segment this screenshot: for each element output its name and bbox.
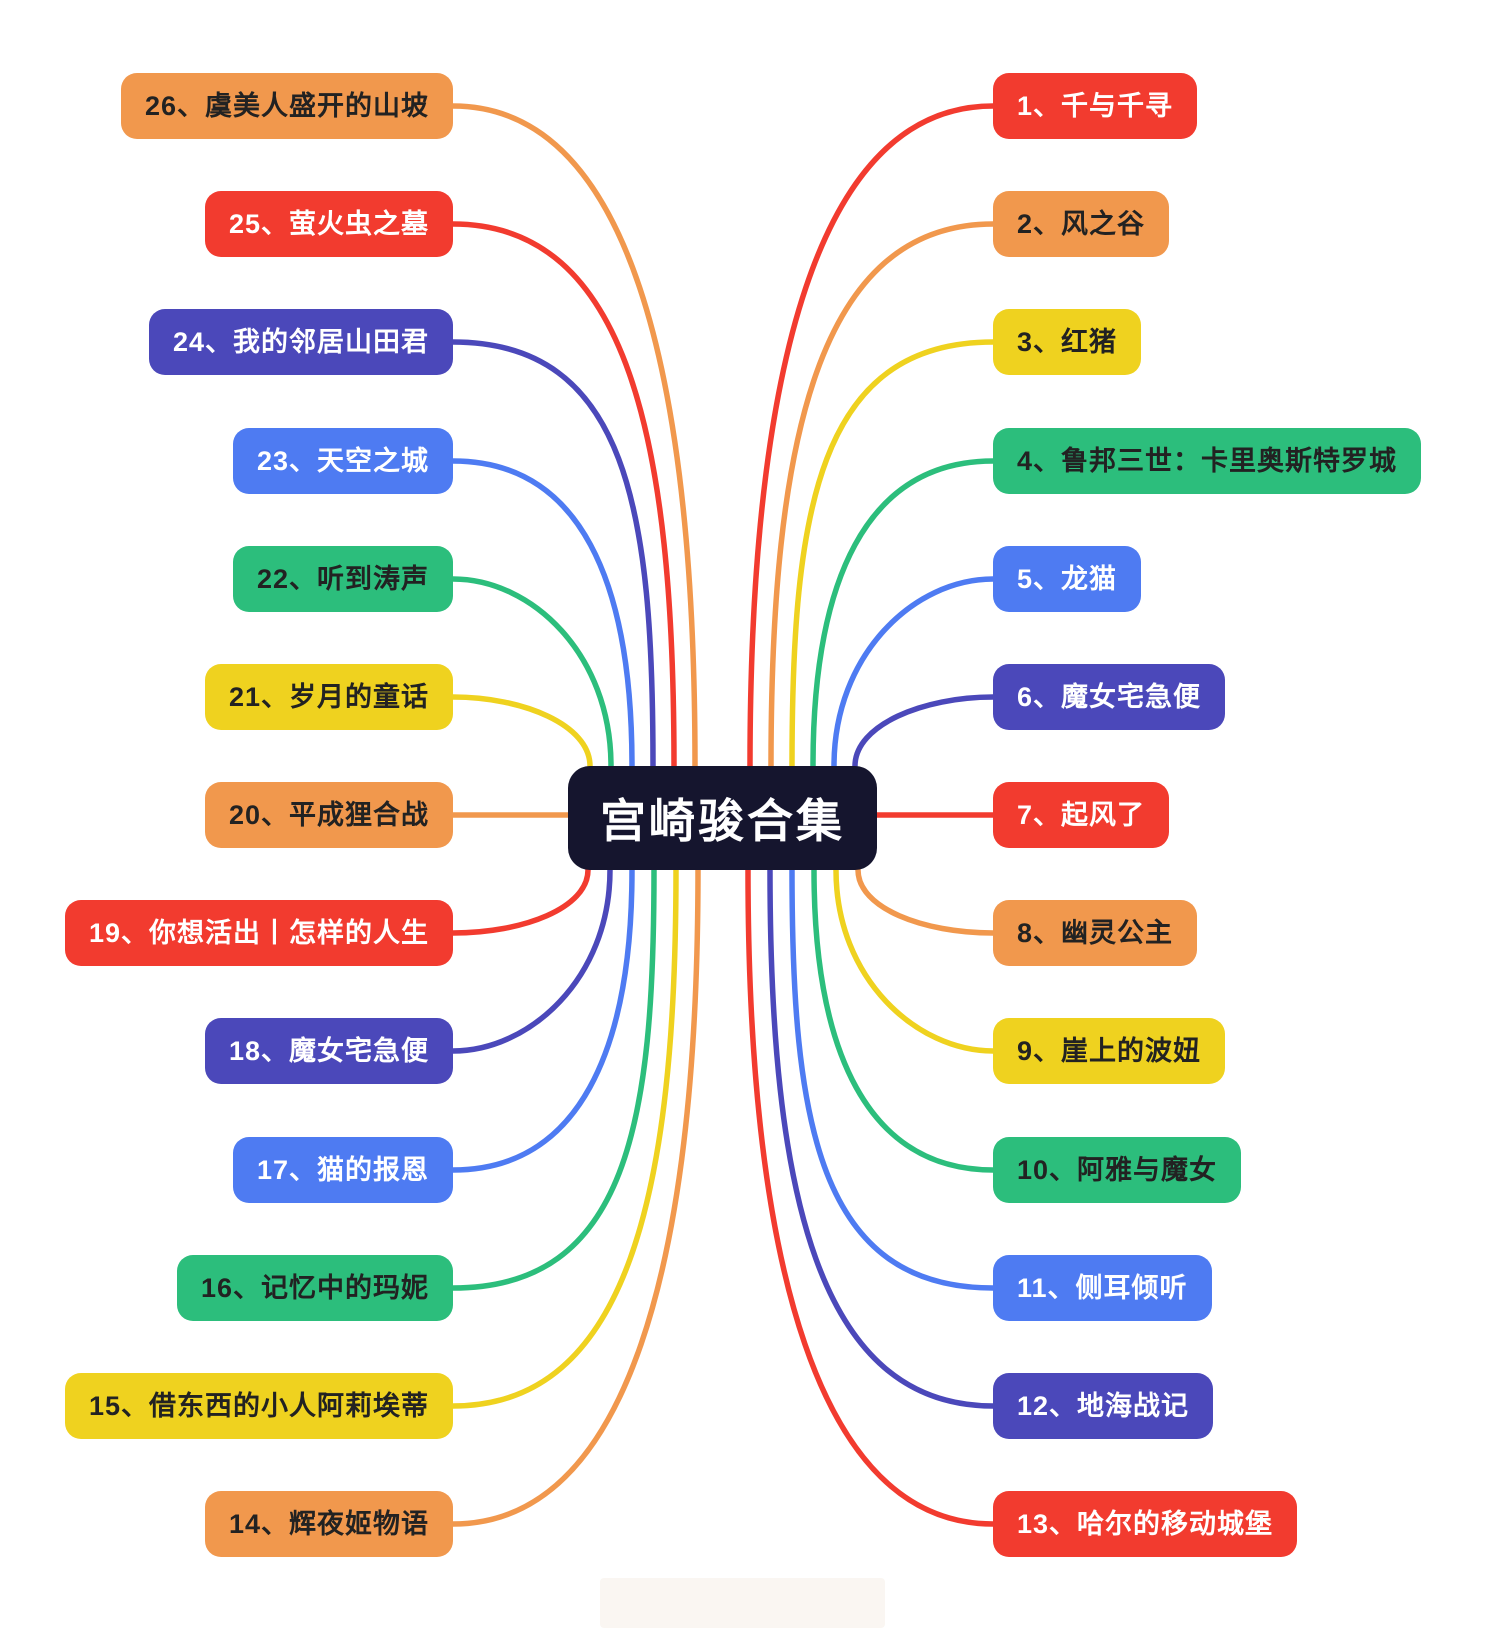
mindmap-node-21[interactable]: 21、岁月的童话 bbox=[204, 664, 453, 730]
connector-11 bbox=[789, 867, 996, 1291]
connector-3 bbox=[789, 339, 996, 769]
mindmap-node-label: 24、我的邻居山田君 bbox=[172, 327, 429, 357]
connector-13 bbox=[745, 867, 996, 1527]
mindmap-node-3[interactable]: 3、红猪 bbox=[993, 309, 1142, 375]
center-node-label: 宫崎骏合集 bbox=[600, 795, 845, 847]
connector-8 bbox=[855, 867, 996, 936]
mindmap-node-14[interactable]: 14、辉夜姬物语 bbox=[204, 1491, 453, 1557]
mindmap-node-10[interactable]: 10、阿雅与魔女 bbox=[993, 1137, 1242, 1203]
mindmap-node-label: 11、侧耳倾听 bbox=[1017, 1273, 1188, 1303]
mindmap-node-label: 14、辉夜姬物语 bbox=[228, 1509, 429, 1539]
mindmap-node-label: 4、鲁邦三世：卡里奥斯特罗城 bbox=[1017, 446, 1398, 476]
connector-26 bbox=[450, 103, 698, 769]
mindmap-node-label: 17、猫的报恩 bbox=[256, 1155, 429, 1185]
mindmap-node-5[interactable]: 5、龙猫 bbox=[993, 546, 1142, 612]
mindmap-node-label: 5、龙猫 bbox=[1017, 564, 1118, 594]
mindmap-node-25[interactable]: 25、萤火虫之墓 bbox=[204, 191, 453, 257]
connector-9 bbox=[833, 867, 996, 1054]
mindmap-node-24[interactable]: 24、我的邻居山田君 bbox=[148, 309, 453, 375]
mindmap-node-6[interactable]: 6、魔女宅急便 bbox=[993, 664, 1226, 730]
mindmap-node-label: 20、平成狸合战 bbox=[228, 800, 429, 830]
connector-2 bbox=[768, 221, 996, 769]
mindmap-node-label: 15、借东西的小人阿莉埃蒂 bbox=[88, 1391, 429, 1421]
mindmap-node-7[interactable]: 7、起风了 bbox=[993, 782, 1170, 848]
mindmap-node-1[interactable]: 1、千与千寻 bbox=[993, 73, 1198, 139]
connector-15 bbox=[450, 867, 679, 1409]
center-node[interactable]: 宫崎骏合集 bbox=[568, 766, 877, 870]
mindmap-node-4[interactable]: 4、鲁邦三世：卡里奥斯特罗城 bbox=[993, 428, 1422, 494]
connector-12 bbox=[767, 867, 996, 1409]
connector-23 bbox=[450, 458, 635, 769]
mindmap-node-11[interactable]: 11、侧耳倾听 bbox=[993, 1255, 1212, 1321]
mindmap-node-9[interactable]: 9、崖上的波妞 bbox=[993, 1018, 1226, 1084]
connector-24 bbox=[450, 339, 656, 769]
mindmap-node-label: 8、幽灵公主 bbox=[1017, 918, 1174, 948]
mindmap-node-label: 23、天空之城 bbox=[256, 446, 429, 476]
mindmap-node-label: 6、魔女宅急便 bbox=[1017, 682, 1202, 712]
watermark-area bbox=[600, 1578, 885, 1628]
connector-5 bbox=[831, 576, 996, 769]
mindmap-node-label: 22、听到涛声 bbox=[256, 564, 429, 594]
connector-1 bbox=[747, 103, 996, 769]
connector-25 bbox=[450, 221, 677, 769]
mindmap-node-label: 7、起风了 bbox=[1017, 800, 1146, 830]
connector-16 bbox=[450, 867, 657, 1291]
mindmap-node-13[interactable]: 13、哈尔的移动城堡 bbox=[993, 1491, 1298, 1557]
connector-19 bbox=[450, 867, 591, 936]
mindmap-node-label: 2、风之谷 bbox=[1017, 209, 1146, 239]
connector-14 bbox=[450, 867, 701, 1527]
mindmap-node-17[interactable]: 17、猫的报恩 bbox=[232, 1137, 453, 1203]
mindmap-node-label: 16、记忆中的玛妮 bbox=[200, 1273, 429, 1303]
mindmap-node-12[interactable]: 12、地海战记 bbox=[993, 1373, 1214, 1439]
mindmap-node-label: 18、魔女宅急便 bbox=[228, 1036, 429, 1066]
mindmap-node-label: 21、岁月的童话 bbox=[228, 682, 429, 712]
mindmap-node-label: 26、虞美人盛开的山坡 bbox=[144, 91, 429, 121]
connector-10 bbox=[811, 867, 996, 1173]
mindmap-node-label: 9、崖上的波妞 bbox=[1017, 1036, 1202, 1066]
connector-22 bbox=[450, 576, 614, 769]
mindmap-node-label: 25、萤火虫之墓 bbox=[228, 209, 429, 239]
mindmap-node-20[interactable]: 20、平成狸合战 bbox=[204, 782, 453, 848]
connector-18 bbox=[450, 867, 613, 1054]
mindmap-node-label: 13、哈尔的移动城堡 bbox=[1017, 1509, 1274, 1539]
mindmap-node-label: 12、地海战记 bbox=[1017, 1391, 1190, 1421]
mindmap-node-label: 3、红猪 bbox=[1017, 327, 1118, 357]
connector-17 bbox=[450, 867, 635, 1173]
mindmap-node-15[interactable]: 15、借东西的小人阿莉埃蒂 bbox=[64, 1373, 453, 1439]
mindmap-node-2[interactable]: 2、风之谷 bbox=[993, 191, 1170, 257]
mindmap-node-23[interactable]: 23、天空之城 bbox=[232, 428, 453, 494]
mindmap-node-22[interactable]: 22、听到涛声 bbox=[232, 546, 453, 612]
mindmap-node-label: 1、千与千寻 bbox=[1017, 91, 1174, 121]
mindmap-node-label: 10、阿雅与魔女 bbox=[1017, 1155, 1218, 1185]
mindmap-node-19[interactable]: 19、你想活出丨怎样的人生 bbox=[64, 900, 453, 966]
mindmap-node-8[interactable]: 8、幽灵公主 bbox=[993, 900, 1198, 966]
mindmap-node-label: 19、你想活出丨怎样的人生 bbox=[88, 918, 429, 948]
connector-6 bbox=[852, 694, 996, 769]
mindmap-node-18[interactable]: 18、魔女宅急便 bbox=[204, 1018, 453, 1084]
mindmap-node-26[interactable]: 26、虞美人盛开的山坡 bbox=[120, 73, 453, 139]
connector-21 bbox=[450, 694, 593, 769]
mindmap-node-16[interactable]: 16、记忆中的玛妮 bbox=[176, 1255, 453, 1321]
connector-4 bbox=[810, 458, 996, 769]
